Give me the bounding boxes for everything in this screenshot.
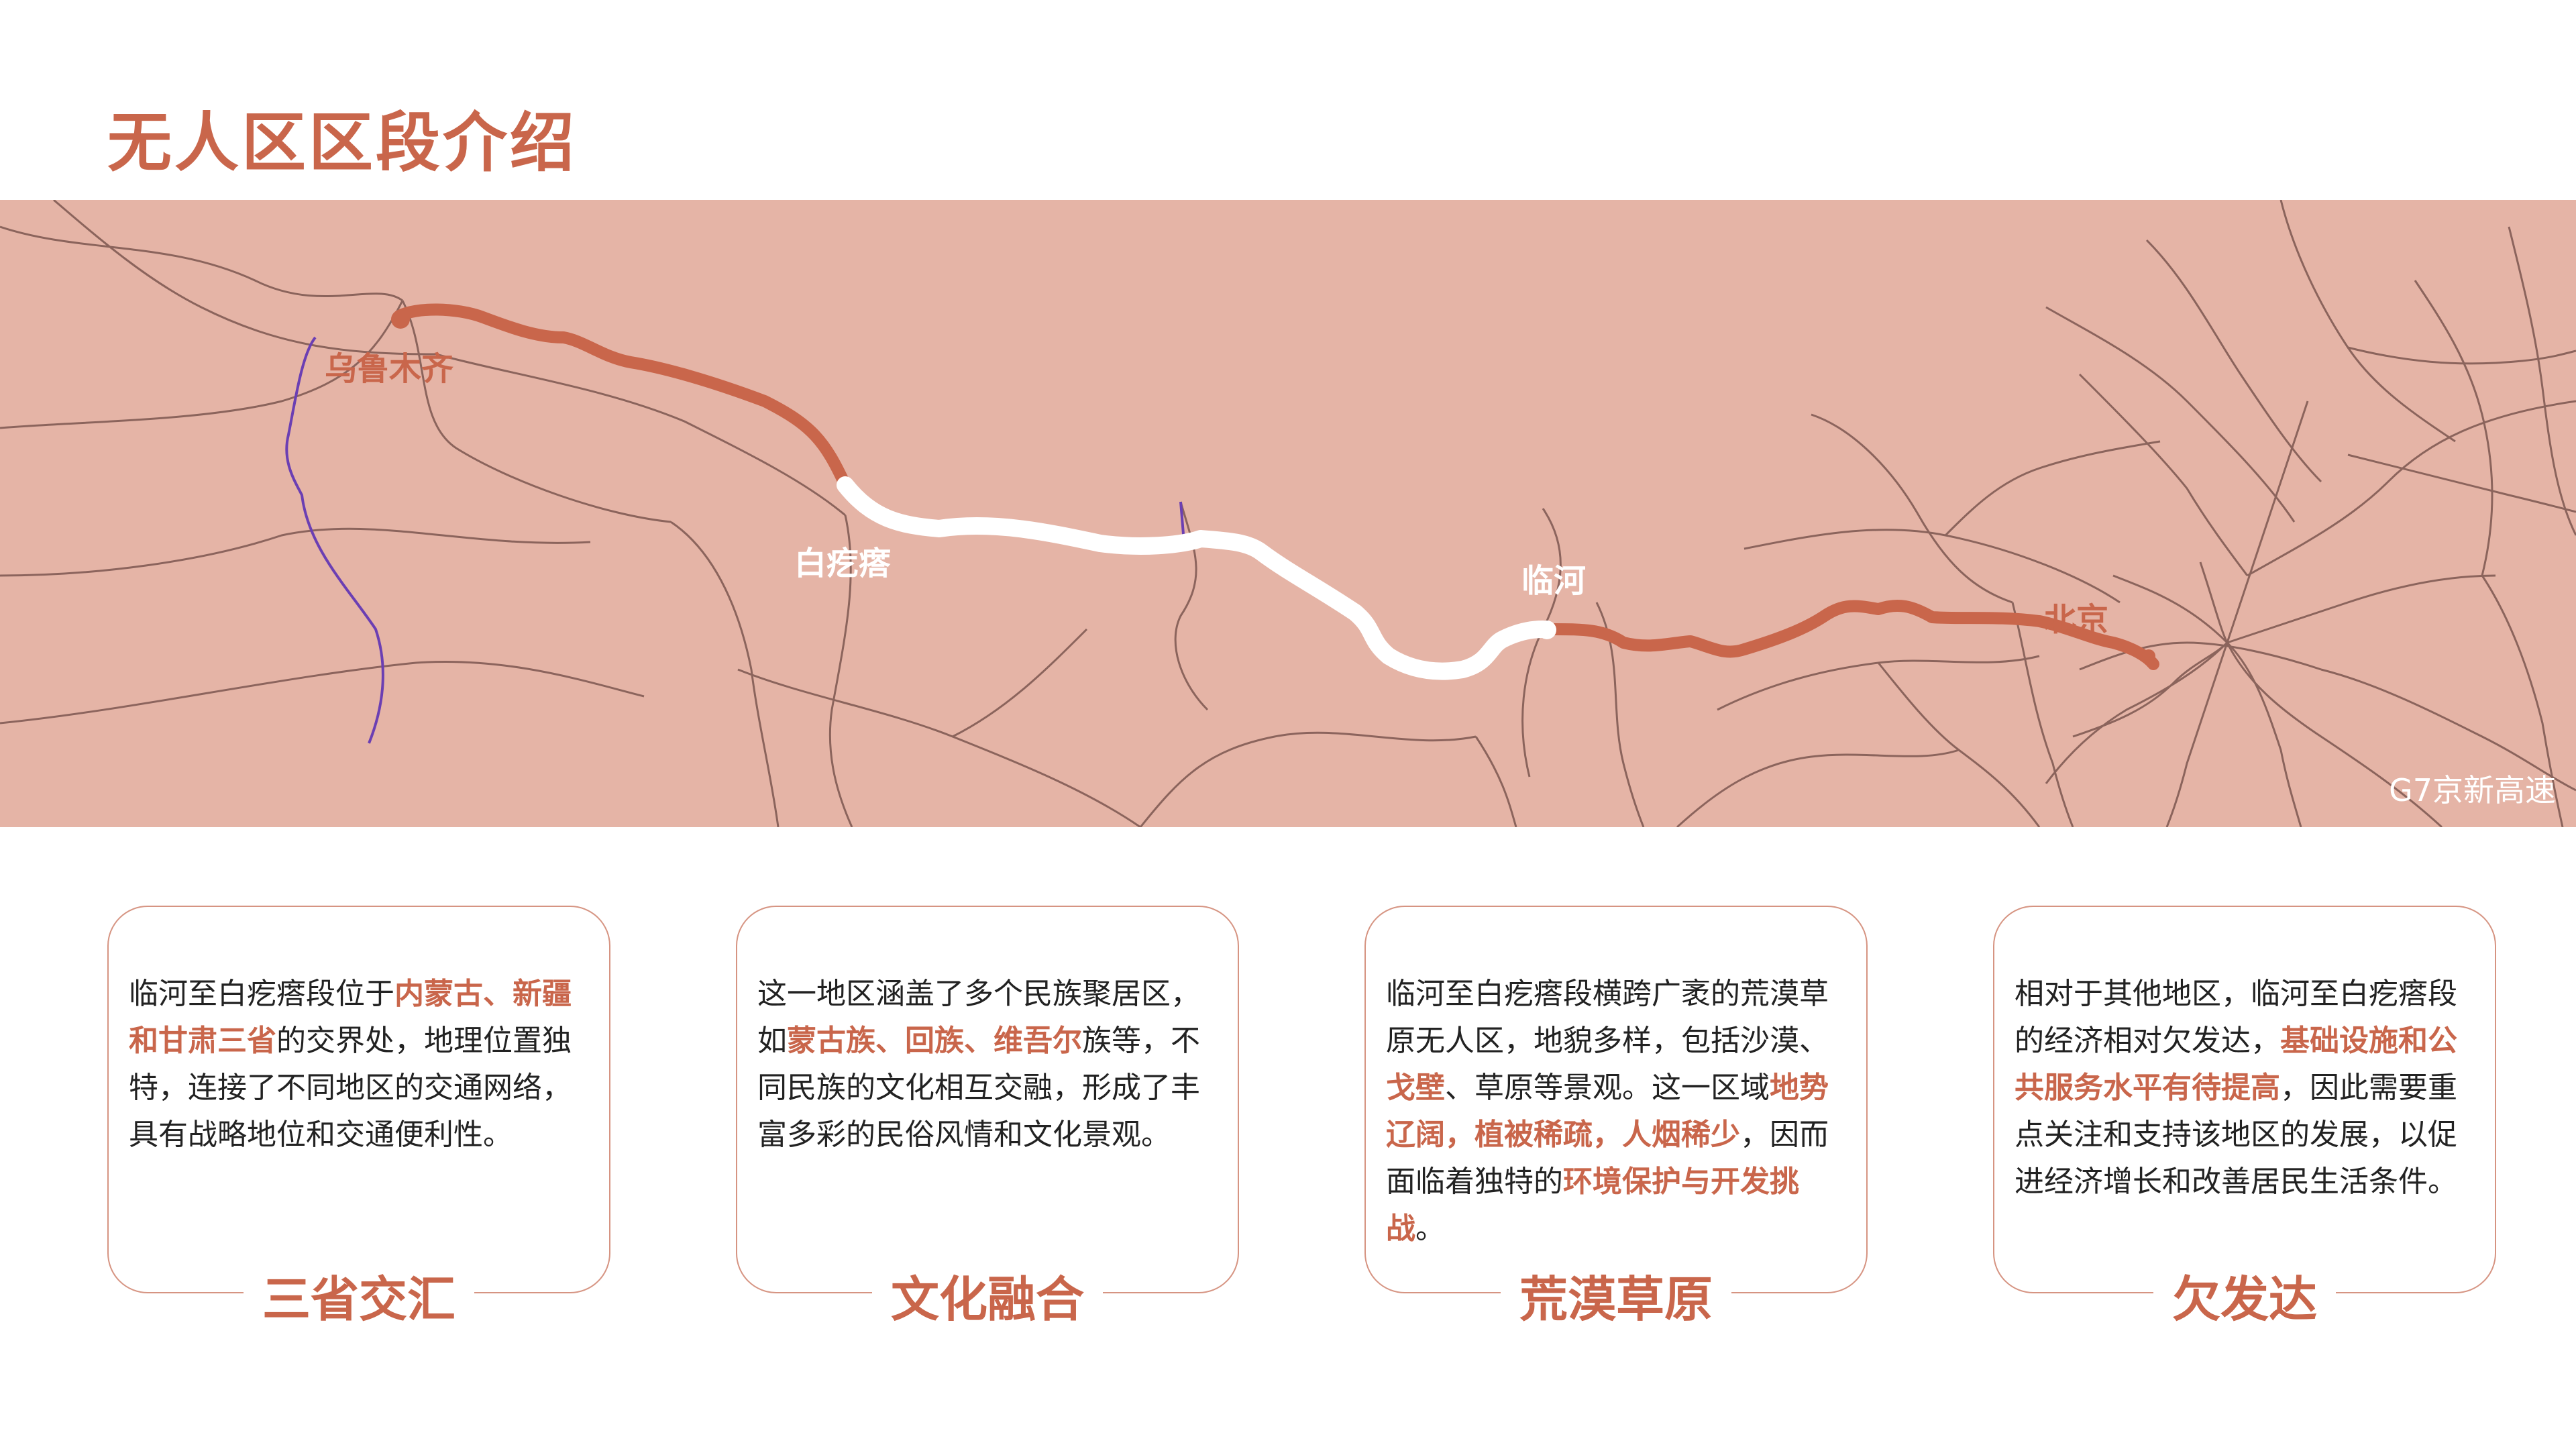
card-text-segment: 。: [1415, 1212, 1445, 1246]
route-map: 乌鲁木齐 白疙瘩 临河 北京 G7京新高速: [0, 200, 2576, 827]
urumqi-marker: [391, 310, 410, 329]
card-text-segment: ，因而面临着独特的: [1386, 1118, 1829, 1199]
boundary-line: [285, 336, 384, 744]
city-label-linhe: 临河: [1521, 562, 1587, 600]
card-highlight: 蒙古族、回族、维吾尔: [787, 1024, 1082, 1058]
card-text-segment: ，因此需要重点关注和支持该地区的发展，以促进经济增长和改善居民生活条件。: [2015, 1071, 2457, 1199]
info-card: 临河至白疙瘩段横跨广袤的荒漠草原无人区，地貌多样，包括沙漠、戈壁、草原等景观。这…: [1364, 906, 1868, 1293]
card-text-segment: 族等，不同民族的文化相互交融，形成了丰富多彩的民俗风情和文化景观。: [757, 1024, 1200, 1152]
card-text-segment: 相对于其他地区，临河至白疙瘩段的经济相对欠发达，: [2015, 977, 2457, 1058]
card-text: 这一地区涵盖了多个民族聚居区，如蒙古族、回族、维吾尔族等，不同民族的文化相互交融…: [757, 971, 1220, 1159]
card-text: 相对于其他地区，临河至白疙瘩段的经济相对欠发达，基础设施和公共服务水平有待提高，…: [2015, 971, 2477, 1205]
beijing-marker: [2142, 649, 2155, 663]
route-highlight: [837, 476, 1552, 680]
card-highlight: 环境保护与开发挑战: [1386, 1165, 1799, 1246]
city-label-urumqi: 乌鲁木齐: [325, 350, 454, 388]
card-text-segment: 临河至白疙瘩段位于: [129, 977, 394, 1011]
city-label-baigeda: 白疙瘩: [794, 545, 892, 582]
card-text-segment: 这一地区涵盖了多个民族聚居区，如: [757, 977, 1200, 1058]
card-text-segment: 临河至白疙瘩段横跨广袤的荒漠草原无人区，地貌多样，包括沙漠、: [1386, 977, 1829, 1058]
card-text-segment: 、草原等景观。这一区域: [1445, 1071, 1770, 1105]
info-card: 临河至白疙瘩段位于内蒙古、新疆和甘肃三省的交界处，地理位置独特，连接了不同地区的…: [107, 906, 610, 1293]
card-highlight: 内蒙古、新疆和甘肃三省: [129, 977, 572, 1058]
map-canvas: [0, 200, 2576, 827]
card-text: 临河至白疙瘩段位于内蒙古、新疆和甘肃三省的交界处，地理位置独特，连接了不同地区的…: [129, 971, 592, 1159]
card-text-segment: 的交界处，地理位置独特，连接了不同地区的交通网络，具有战略地位和交通便利性。: [129, 1024, 572, 1152]
card-text: 临河至白疙瘩段横跨广袤的荒漠草原无人区，地貌多样，包括沙漠、戈壁、草原等景观。这…: [1386, 971, 1849, 1252]
linhe-marker: [1538, 621, 1556, 639]
road-network: [0, 200, 2576, 827]
route-main: [393, 303, 851, 491]
card-highlight: 戈壁: [1386, 1071, 1445, 1105]
card-highlight: 地势辽阔，植被稀疏，人烟稀少: [1386, 1071, 1829, 1152]
info-card: 这一地区涵盖了多个民族聚居区，如蒙古族、回族、维吾尔族等，不同民族的文化相互交融…: [736, 906, 1239, 1293]
map-caption: G7京新高速: [2389, 772, 2556, 808]
page-title: 无人区区段介绍: [107, 105, 577, 180]
info-card: 相对于其他地区，临河至白疙瘩段的经济相对欠发达，基础设施和公共服务水平有待提高，…: [1993, 906, 2496, 1293]
route-main: [1547, 599, 2159, 670]
card-highlight: 基础设施和公共服务水平有待提高: [2015, 1024, 2457, 1105]
city-label-beijing: 北京: [2044, 601, 2109, 639]
